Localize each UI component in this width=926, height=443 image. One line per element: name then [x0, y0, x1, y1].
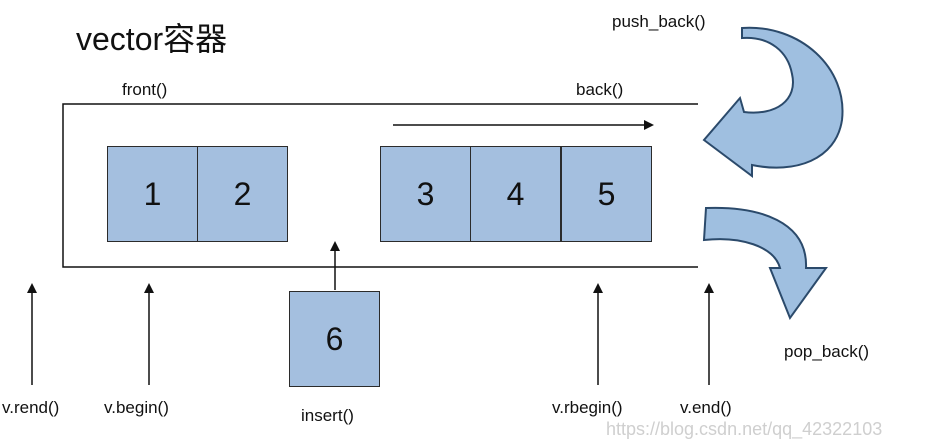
- end-label: v.end(): [680, 398, 732, 417]
- pop-back-curved-arrow: [702, 206, 828, 321]
- pop-back-label: pop_back(): [784, 342, 870, 361]
- watermark: https://blog.csdn.net/qq_42322103: [606, 419, 883, 439]
- insert-label: insert(): [301, 406, 354, 425]
- rend-label: v.rend(): [2, 398, 60, 417]
- container-outline: [62, 103, 698, 268]
- element-5: 5: [561, 146, 652, 242]
- push-back-label: push_back(): [612, 12, 706, 31]
- element-2: 2: [197, 146, 288, 242]
- push-back-curved-arrow: [702, 26, 844, 178]
- element-4: 4: [470, 146, 561, 242]
- rbegin-label: v.rbegin(): [552, 398, 623, 417]
- inserted-element-6: 6: [289, 291, 380, 387]
- begin-label: v.begin(): [104, 398, 169, 417]
- back-label: back(): [576, 80, 624, 99]
- element-1: 1: [107, 146, 198, 242]
- element-3: 3: [380, 146, 471, 242]
- page-title: vector容器: [76, 21, 228, 57]
- front-label: front(): [122, 80, 168, 99]
